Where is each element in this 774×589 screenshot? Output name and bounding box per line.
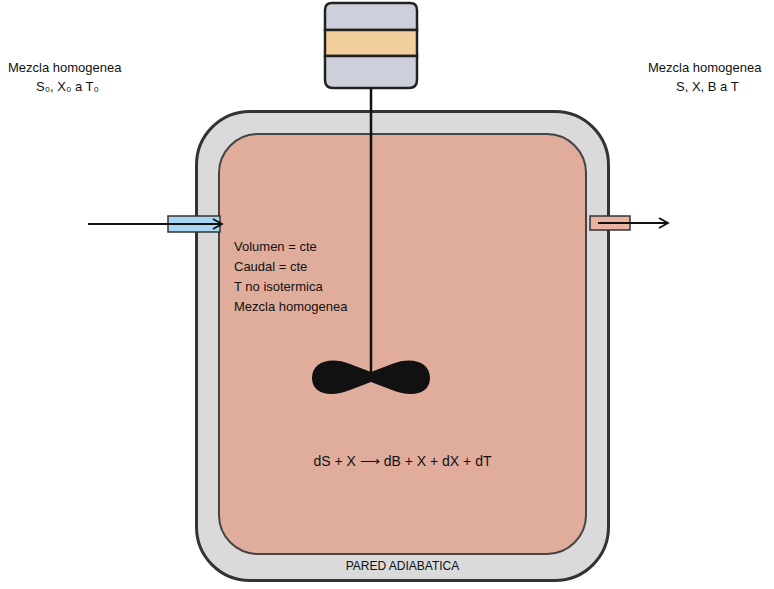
stream-composition: S₀, X₀ a T₀ — [36, 79, 99, 95]
impeller — [312, 360, 430, 394]
condition-text: Mezcla homogenea — [234, 299, 347, 315]
reaction-equation: dS + X ⟶ dB + X + dX + dT — [314, 453, 492, 469]
stream-label: Mezcla homogenea — [8, 60, 121, 76]
condition-text: Caudal = cte — [234, 259, 307, 275]
stream-label: Mezcla homogenea — [648, 60, 761, 76]
wall-label: PARED ADIABATICA — [346, 558, 460, 574]
adiabatic-wall: PARED ADIABATICA Volumen = cteCaudal = ct… — [195, 110, 610, 582]
inlet-arrow — [88, 223, 222, 225]
stream-composition: S, X, B a T — [676, 79, 739, 95]
reactor-vessel: Volumen = cteCaudal = cte T no isotermica… — [218, 133, 587, 555]
outlet-arrow — [598, 222, 668, 224]
motor — [325, 3, 417, 88]
condition-text: T no isotermica — [234, 279, 323, 295]
outlet-pipe — [590, 216, 630, 230]
condition-text: Volumen = cte — [234, 239, 317, 255]
agitator-shaft — [370, 88, 373, 376]
inlet-pipe — [168, 216, 220, 232]
